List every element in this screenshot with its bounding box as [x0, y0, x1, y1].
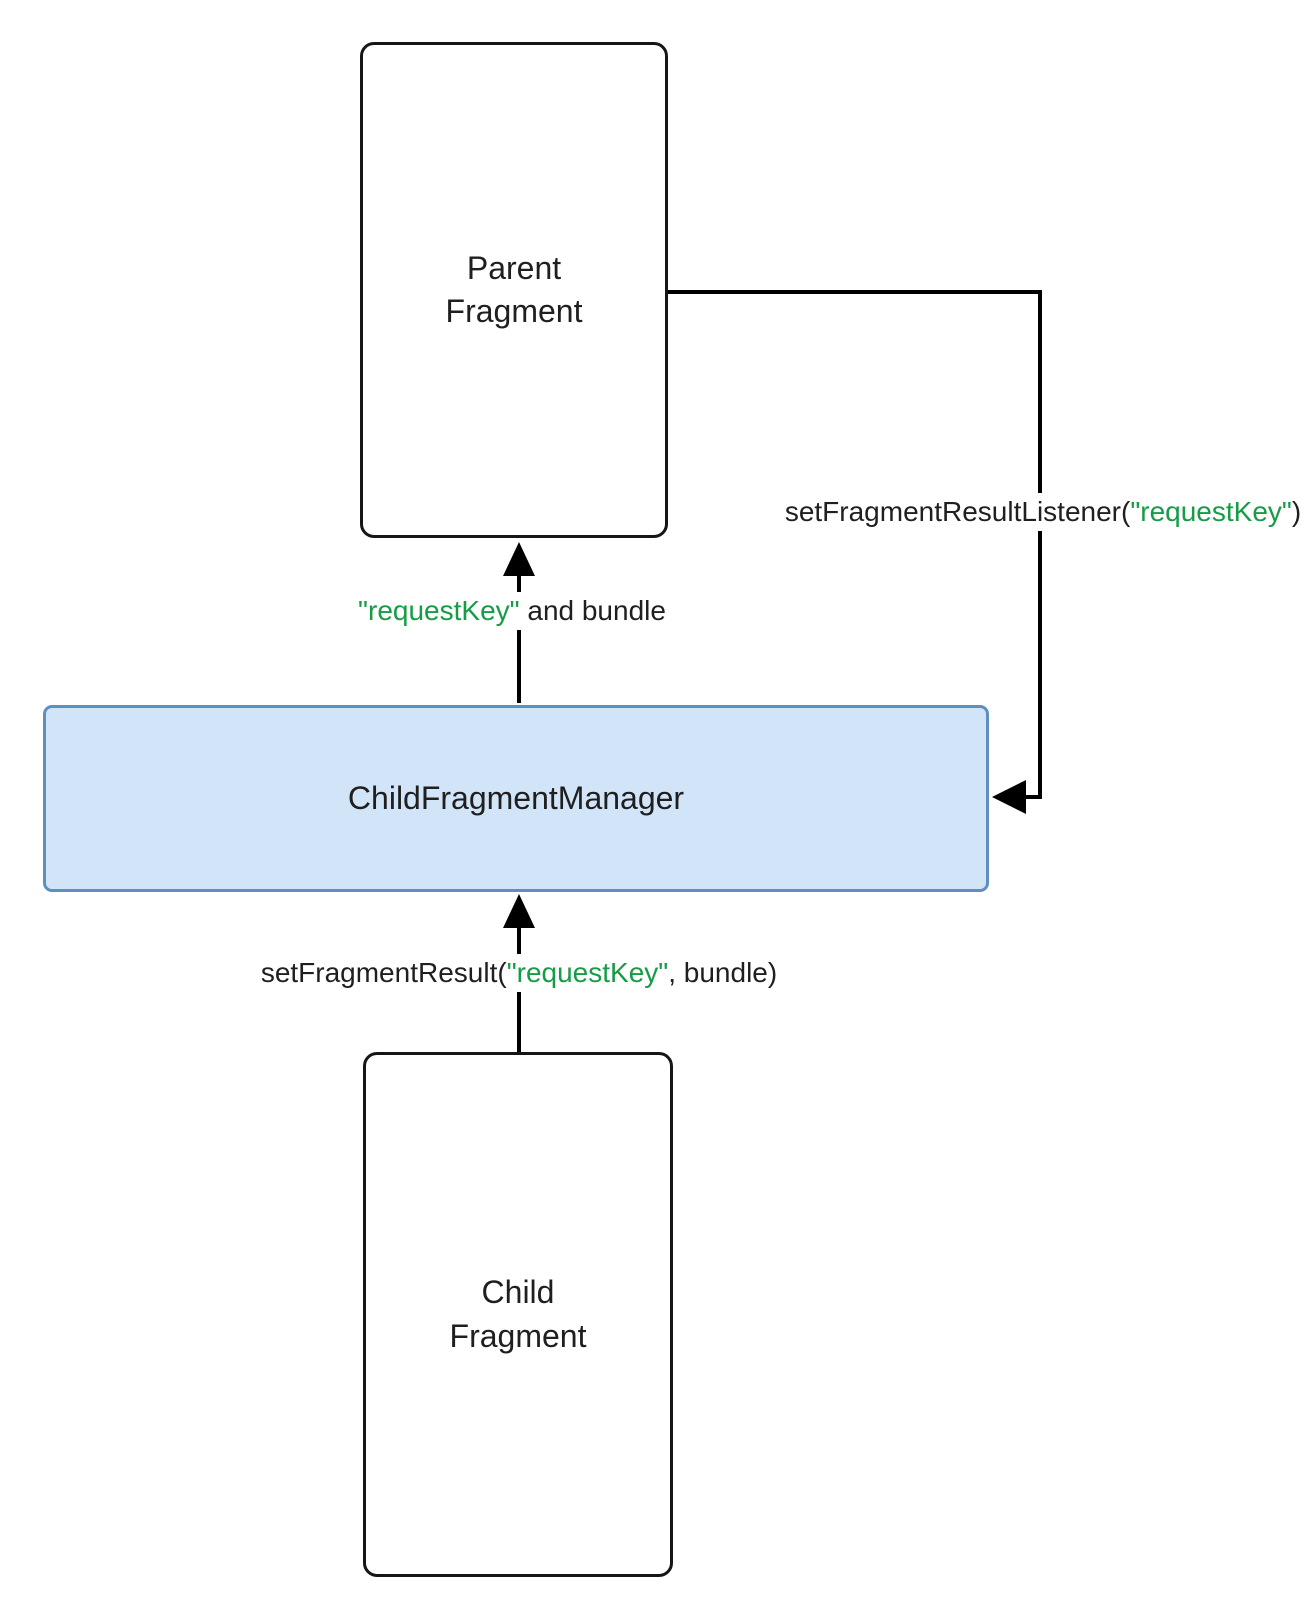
edge-label-deliver-suffix: and bundle [519, 595, 666, 626]
child-fragment-label: Child Fragment [449, 1274, 587, 1354]
edge-label-listener-suffix: ) [1291, 496, 1302, 527]
edge-listener-arrowhead-icon [992, 780, 1026, 814]
edge-label-result-suffix: , bundle) [668, 957, 778, 988]
edge-deliver-arrowhead-icon [503, 542, 535, 576]
edge-setresult-arrowhead-icon [503, 894, 535, 928]
edge-label-set-fragment-result-listener: setFragmentResultListener("requestKey") [778, 493, 1308, 531]
edge-label-requestkey-and-bundle: "requestKey" and bundle [352, 592, 672, 630]
edge-label-result-request-key: "requestKey" [506, 957, 669, 988]
child-fragment-manager-node: ChildFragmentManager [43, 705, 989, 892]
parent-fragment-label: Parent Fragment [445, 249, 583, 329]
edge-label-set-fragment-result: setFragmentResult("requestKey", bundle) [254, 954, 784, 992]
parent-fragment-node: Parent Fragment [360, 42, 668, 538]
edge-label-listener-request-key: "requestKey" [1130, 496, 1292, 527]
edge-listener-line [668, 290, 1042, 799]
child-fragment-node: Child Fragment [363, 1052, 673, 1577]
edge-label-result-prefix: setFragmentResult( [260, 957, 507, 988]
edge-label-deliver-request-key: "requestKey" [358, 595, 520, 626]
child-fragment-manager-label: ChildFragmentManager [347, 780, 685, 816]
edge-label-listener-prefix: setFragmentResultListener( [784, 496, 1131, 527]
